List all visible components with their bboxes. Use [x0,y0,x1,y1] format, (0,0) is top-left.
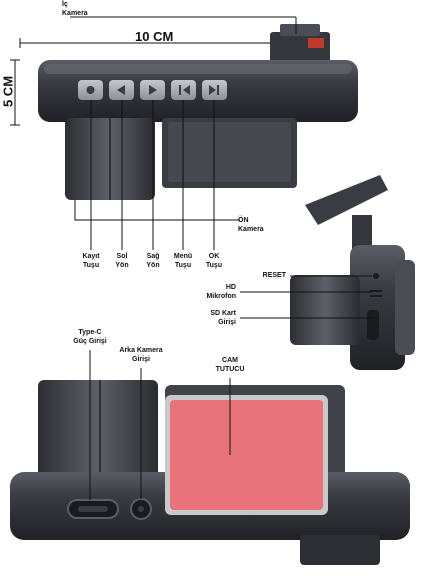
dashcam-side-view [290,175,415,370]
label-sd-card: SD Kart Girişi [210,310,236,326]
mount-block-top [162,118,297,188]
label-ok-button: OK Tuşu [205,253,223,269]
side-leaders [240,275,372,319]
height-dimension-label: 5 CM [0,75,16,108]
rear-leaders [89,350,231,500]
dashcam-front-body [38,60,358,122]
dimension-height [10,59,20,126]
label-glass-holder: CAM TUTUCU [215,357,245,373]
label-menu-button: Menü Tuşu [173,253,193,269]
label-rear-camera: Arka Kamera Girişi [119,347,163,363]
front-camera-leader [74,200,240,221]
adhesive-pad [165,395,328,515]
control-buttons [78,80,227,100]
label-right-button: Sağ Yön [146,253,160,269]
label-type-c: Type-C Güç Girişi [73,329,107,345]
label-hd-mic: HD Mikrofon [206,284,236,300]
width-dimension-label: 10 CM [135,29,174,44]
rear-ports [67,498,152,520]
label-record-button: Kayıt Tuşu [82,253,100,269]
label-reset: RESET [262,272,286,279]
label-front-camera: ÖN Kamera [238,217,264,233]
label-left-button: Sol Yön [115,253,129,269]
front-camera-lens [65,118,155,200]
inner-camera-mount [70,16,330,62]
button-leaders [90,100,215,250]
label-inner-camera: İç Kamera [62,1,88,17]
